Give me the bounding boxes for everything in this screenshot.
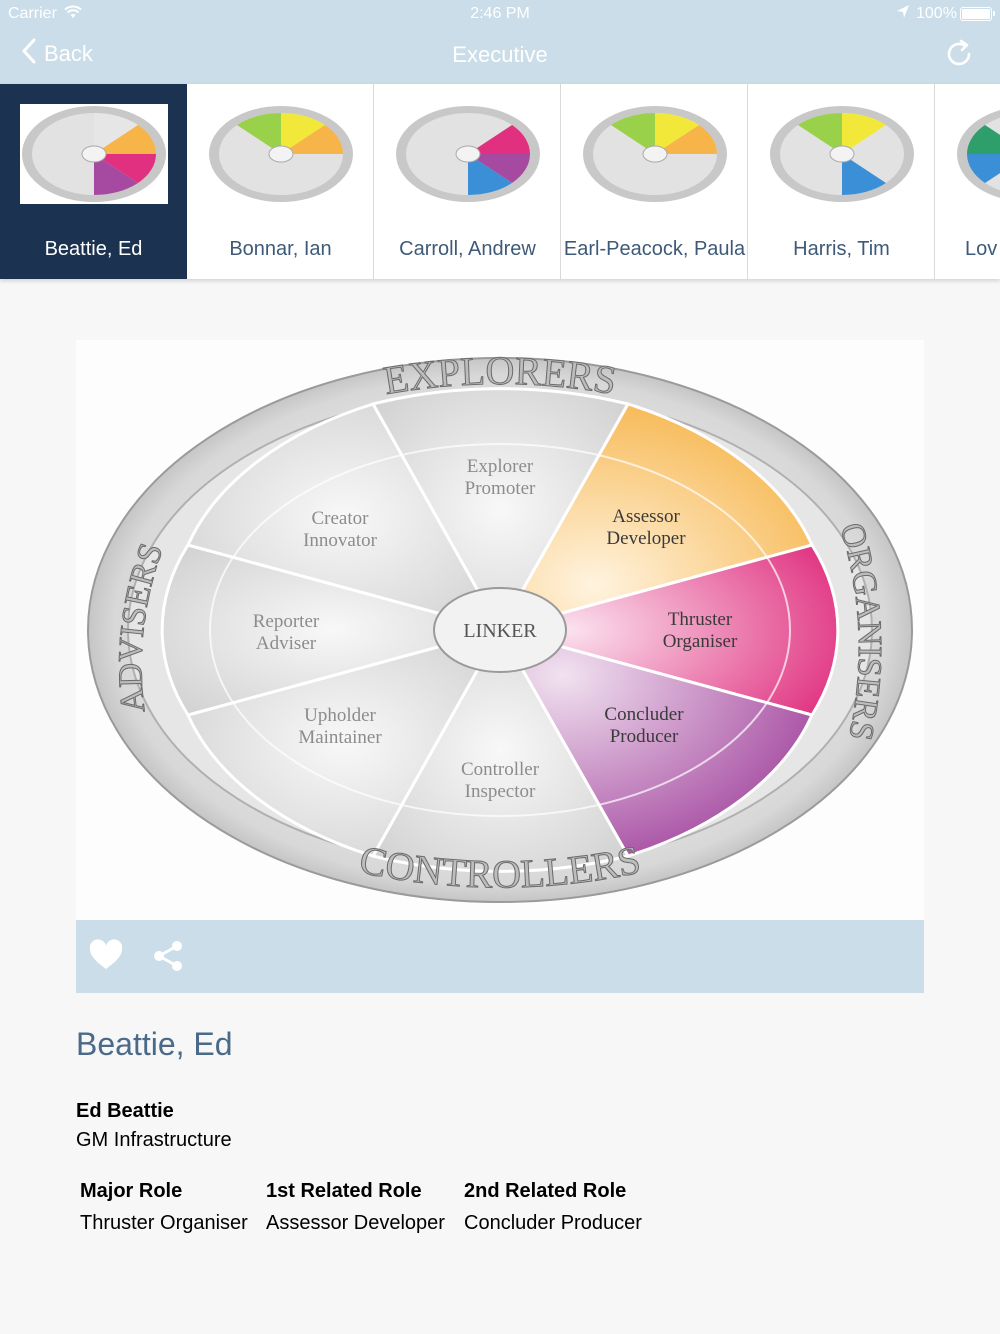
share-button[interactable] [150,938,186,974]
person-name: Bonnar, Ian [229,237,332,260]
refresh-icon [947,39,971,66]
second-related-value: Concluder Producer [464,1212,642,1234]
detail-display-name: Beattie, Ed [76,1026,233,1062]
carrier-label: Carrier [8,5,57,22]
major-role-column: Major Role Thruster Organiser [80,1180,248,1235]
segment-label: Adviser [256,633,317,654]
detail-job-title: GM Infrastructure [76,1129,232,1151]
location-icon [896,4,910,25]
wifi-icon [64,4,82,25]
status-bar: Carrier 2:46 PM 100% [0,0,1000,28]
segment-label: Innovator [303,530,378,551]
segment-label: Developer [606,528,686,549]
person-card[interactable]: Beattie, Ed [0,84,187,279]
share-icon [154,941,182,971]
second-related-header: 2nd Related Role [464,1180,627,1202]
action-bar [76,920,924,993]
segment-label: Creator [312,508,370,529]
person-card[interactable]: Lov [935,84,1000,279]
segment-label: Producer [610,726,679,747]
detail-full-name: Ed Beattie [76,1100,174,1122]
wheel-thumbnail [394,104,542,204]
segment-label: Concluder [604,704,684,725]
back-button[interactable]: Back [22,38,93,70]
role-wheel-image: LINKER Explorer Promoter Assessor Develo… [76,340,924,920]
wheel-thumbnail [207,104,355,204]
battery-icon [960,7,995,21]
clock: 2:46 PM [470,5,530,22]
heart-icon [89,939,123,969]
segment-label: Promoter [465,478,536,499]
chevron-left-icon [22,38,36,70]
svg-text:EXPLORERS: EXPLORERS [380,348,619,403]
wheel-center-label: LINKER [463,620,537,642]
person-card[interactable]: Bonnar, Ian [187,84,374,279]
person-card[interactable]: Earl-Peacock, Paula [561,84,748,279]
segment-label: Explorer [467,456,534,477]
wheel-thumbnail [768,104,916,204]
segment-label: Upholder [304,705,376,726]
person-name: Earl-Peacock, Paula [563,237,746,260]
segment-label: Maintainer [298,727,382,748]
segment-label: Controller [461,759,540,780]
first-related-value: Assessor Developer [266,1212,445,1234]
page-title: Executive [452,42,548,67]
person-name: Harris, Tim [793,237,890,260]
segment-label: Organiser [663,631,738,652]
major-role-value: Thruster Organiser [80,1212,248,1234]
first-related-column: 1st Related Role Assessor Developer [266,1180,445,1235]
person-card[interactable]: Harris, Tim [748,84,935,279]
major-role-header: Major Role [80,1180,183,1202]
segment-label: Thruster [668,609,733,630]
back-label: Back [44,41,93,66]
person-name: Lov [965,237,998,260]
person-name: Carroll, Andrew [399,237,536,260]
refresh-button[interactable] [944,38,976,70]
people-carousel[interactable]: Beattie, Ed Bonnar, Ian [0,84,1000,279]
segment-label: Assessor [612,506,680,527]
first-related-header: 1st Related Role [266,1180,422,1202]
segment-label: Reporter [253,611,320,632]
person-card[interactable]: Carroll, Andrew [374,84,561,279]
favorite-button[interactable] [88,938,124,974]
second-related-column: 2nd Related Role Concluder Producer [464,1180,642,1235]
person-name: Beattie, Ed [44,237,143,260]
wheel-thumbnail [955,104,1000,204]
wheel-thumbnail [581,104,729,204]
segment-label: Inspector [465,781,536,802]
navigation-bar: Carrier 2:46 PM 100% Back Executive [0,0,1000,84]
wheel-thumbnail [20,104,168,204]
battery-percent: 100% [916,5,957,22]
outer-label-top: EXPLORERS [380,347,620,403]
